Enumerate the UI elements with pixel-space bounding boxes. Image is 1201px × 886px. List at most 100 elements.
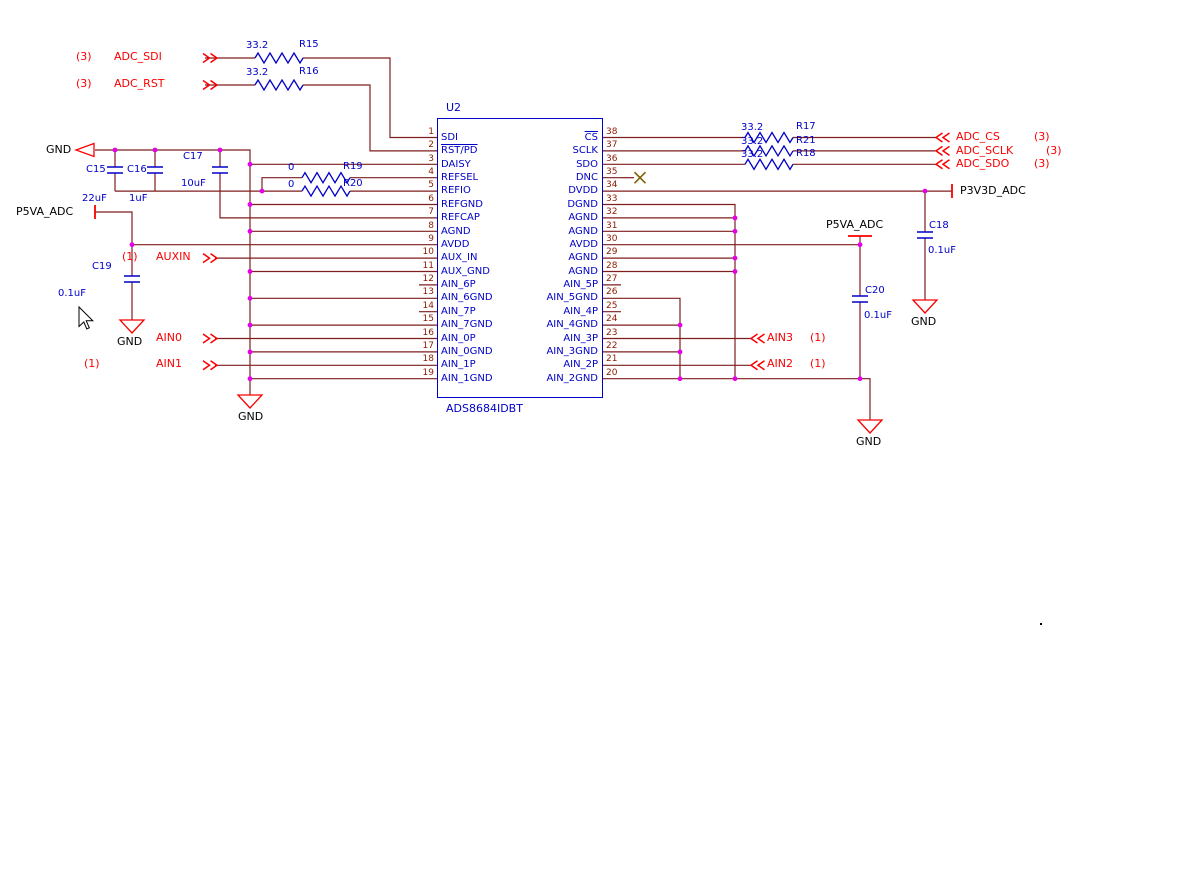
r18-value[interactable]: 33.2 <box>741 149 764 160</box>
wire-gnd-net-left[interactable] <box>95 149 419 395</box>
net-label-adc-cs[interactable]: ADC_CS <box>956 130 1000 143</box>
gnd-symbol-bottom-right-icon[interactable] <box>856 419 884 434</box>
net-label-ain0[interactable]: AIN0 <box>156 331 182 344</box>
resistor-r19[interactable] <box>301 171 351 184</box>
resistor-r15[interactable] <box>254 51 304 65</box>
resistor-r20[interactable] <box>301 184 351 198</box>
pin-number: 16 <box>422 327 434 338</box>
wire-p5va-left-net[interactable] <box>95 211 419 246</box>
r17-value[interactable]: 33.2 <box>741 122 764 133</box>
r20-ref[interactable]: R20 <box>343 178 363 189</box>
r19-ref[interactable]: R19 <box>343 161 363 172</box>
no-connect-x-icon[interactable] <box>633 171 647 184</box>
c17-ref[interactable]: C17 <box>183 151 203 162</box>
wire-aingnd-right-net[interactable] <box>621 297 871 420</box>
c20-ref[interactable]: C20 <box>865 285 885 296</box>
r15-value[interactable]: 33.2 <box>246 40 269 51</box>
c19-ref[interactable]: C19 <box>92 261 112 272</box>
c19-value[interactable]: 0.1uF <box>58 288 86 299</box>
power-label-p5va-right[interactable]: P5VA_ADC <box>826 218 884 231</box>
net-label-ain1[interactable]: AIN1 <box>156 357 182 370</box>
resistor-r21[interactable] <box>744 144 794 158</box>
resistor-r18[interactable] <box>744 158 794 171</box>
c20-value[interactable]: 0.1uF <box>864 310 892 321</box>
c16-ref[interactable]: C16 <box>127 164 147 175</box>
pin-name: AIN_2P <box>563 359 598 371</box>
c15-value[interactable]: 22uF <box>82 193 107 204</box>
c16-value[interactable]: 1uF <box>129 193 148 204</box>
pin-number: 23 <box>606 327 618 338</box>
r20-value[interactable]: 0 <box>288 179 295 190</box>
resistor-r17[interactable] <box>744 131 794 144</box>
r21-ref[interactable]: R21 <box>796 134 816 146</box>
gnd-label-top-left[interactable]: GND <box>46 142 72 156</box>
c17-value[interactable]: 10uF <box>181 178 206 189</box>
pin-name: AIN_4P <box>563 305 598 317</box>
wire-adc-rst[interactable] <box>205 84 419 152</box>
r15-ref[interactable]: R15 <box>299 39 319 50</box>
net-label-adc-sdi[interactable]: ADC_SDI <box>114 50 162 63</box>
capacitor-c20[interactable] <box>852 295 868 303</box>
pin-name: AIN_3GND <box>546 346 598 358</box>
gnd-label-bottom-center[interactable]: GND <box>238 410 264 423</box>
chevron-left-ain3-icon[interactable] <box>749 333 765 344</box>
r18-ref[interactable]: R18 <box>796 148 816 159</box>
capacitor-c18[interactable] <box>917 231 933 239</box>
capacitor-c19[interactable] <box>124 275 140 283</box>
r16-value[interactable]: 33.2 <box>246 67 269 78</box>
chevron-left-adc-cs-icon[interactable] <box>934 132 950 143</box>
pin-name: REFGND <box>441 198 483 210</box>
gnd-label-c18[interactable]: GND <box>911 315 937 328</box>
power-label-p5va-left[interactable]: P5VA_ADC <box>16 205 74 218</box>
wire-refio-net[interactable] <box>115 177 419 192</box>
r21-value[interactable]: 33.2 <box>741 135 764 147</box>
chevron-left-adc-sdo-icon[interactable] <box>934 159 950 170</box>
pin-number: 2 <box>428 140 434 151</box>
gnd-symbol-c18-icon[interactable] <box>911 299 939 314</box>
c15-ref[interactable]: C15 <box>86 164 106 175</box>
chevron-left-adc-sclk-icon[interactable] <box>934 145 950 157</box>
pin-number: 6 <box>428 193 434 204</box>
r17-ref[interactable]: R17 <box>796 121 816 132</box>
gnd-symbol-c19-icon[interactable] <box>118 319 146 334</box>
gnd-label-c19[interactable]: GND <box>117 335 143 348</box>
pin-name: RST/PD <box>441 145 478 157</box>
net-label-auxin[interactable]: AUXIN <box>156 250 191 263</box>
chevron-right-ain0-icon[interactable] <box>202 333 219 344</box>
chevron-right-adc-rst-icon[interactable] <box>202 79 219 91</box>
net-label-adc-rst[interactable]: ADC_RST <box>114 77 165 90</box>
capacitor-c16[interactable] <box>147 166 163 174</box>
r19-value[interactable]: 0 <box>288 162 295 173</box>
pin-name: AVDD <box>441 238 470 250</box>
r16-ref[interactable]: R16 <box>299 66 319 77</box>
net-adc-sdi-prefix: (3) <box>76 50 92 63</box>
gnd-port-arrow-left-icon[interactable] <box>74 142 95 158</box>
power-label-p3v3d[interactable]: P3V3D_ADC <box>960 184 1026 197</box>
net-label-ain3[interactable]: AIN3 <box>767 331 793 344</box>
pin-number: 10 <box>422 247 434 258</box>
wire-agnd-right-net[interactable] <box>621 203 736 379</box>
gnd-symbol-bottom-center-icon[interactable] <box>236 394 264 409</box>
net-label-adc-sdo[interactable]: ADC_SDO <box>956 157 1010 170</box>
chevron-left-ain2-icon[interactable] <box>749 360 765 371</box>
c18-ref[interactable]: C18 <box>929 220 949 231</box>
gnd-label-bottom-right[interactable]: GND <box>856 435 882 448</box>
chevron-right-adc-sdi-icon[interactable] <box>202 52 219 64</box>
c18-value[interactable]: 0.1uF <box>928 245 956 256</box>
chevron-right-auxin-icon[interactable] <box>202 252 219 264</box>
wire-refcap-net[interactable] <box>219 173 419 219</box>
ic-u2-ads8684[interactable] <box>437 118 603 398</box>
pin-number: 20 <box>606 367 618 378</box>
chevron-right-ain1-icon[interactable] <box>202 360 219 371</box>
pin-name: SDI <box>441 131 458 143</box>
chip-part-number[interactable]: ADS8684IDBT <box>446 402 523 415</box>
resistor-r16[interactable] <box>254 78 304 92</box>
net-ain1-prefix: (1) <box>84 357 100 370</box>
net-label-adc-sclk[interactable]: ADC_SCLK <box>956 143 1014 157</box>
net-label-ain2[interactable]: AIN2 <box>767 357 793 370</box>
chip-designator[interactable]: U2 <box>446 101 462 114</box>
capacitor-c17[interactable] <box>212 166 228 174</box>
capacitor-c15[interactable] <box>107 166 123 174</box>
wire-adc-sdi[interactable] <box>205 57 419 139</box>
wire-avdd-right-net[interactable] <box>621 236 861 246</box>
